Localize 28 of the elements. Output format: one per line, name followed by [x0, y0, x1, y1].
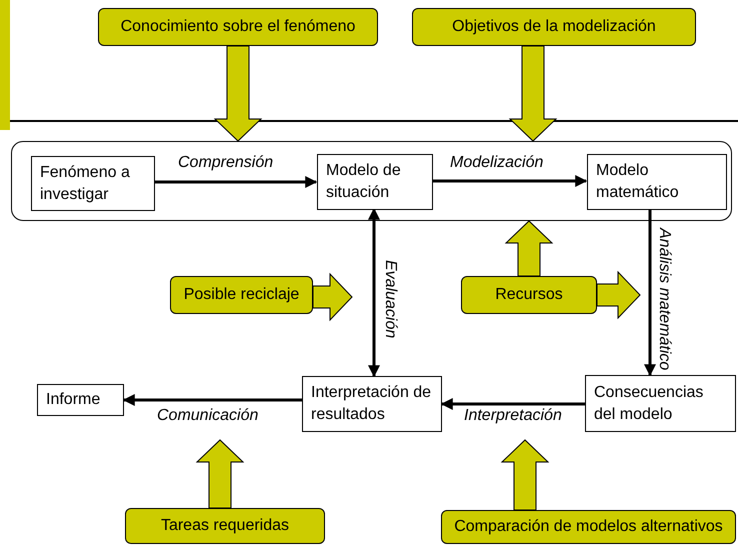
process-box: Fenómeno a investigar — [31, 156, 155, 211]
block-arrow — [196, 439, 244, 508]
arrow — [644, 209, 656, 376]
topic-box: Tareas requeridas — [125, 508, 325, 544]
edge-label: Comprensión — [178, 155, 274, 171]
topic-box: Posible reciclaje — [170, 276, 313, 314]
process-box: Modelo de situación — [317, 154, 433, 210]
arrow — [368, 208, 380, 378]
block-arrow — [500, 439, 550, 510]
process-frame — [11, 141, 732, 221]
block-arrow — [214, 46, 262, 142]
arrow — [440, 398, 585, 410]
process-box: Consecuencias del modelo — [585, 375, 736, 432]
arrow — [432, 175, 588, 187]
topic-box: Conocimiento sobre el fenómeno — [98, 8, 378, 46]
arrow — [122, 394, 302, 406]
topic-box: Comparación de modelos alternativos — [441, 510, 736, 544]
block-arrow — [504, 220, 554, 276]
process-box: Interpretación de resultados — [302, 376, 442, 432]
topic-box: Objetivos de la modelización — [412, 8, 696, 46]
process-box: Modelo matemático — [587, 154, 727, 210]
process-box: Informe — [37, 384, 124, 416]
arrow — [154, 176, 318, 188]
block-arrow — [508, 46, 558, 142]
topic-box: Recursos — [461, 276, 597, 314]
block-arrow — [312, 272, 353, 322]
edge-label: Interpretación — [464, 408, 562, 424]
block-arrow — [596, 270, 641, 320]
